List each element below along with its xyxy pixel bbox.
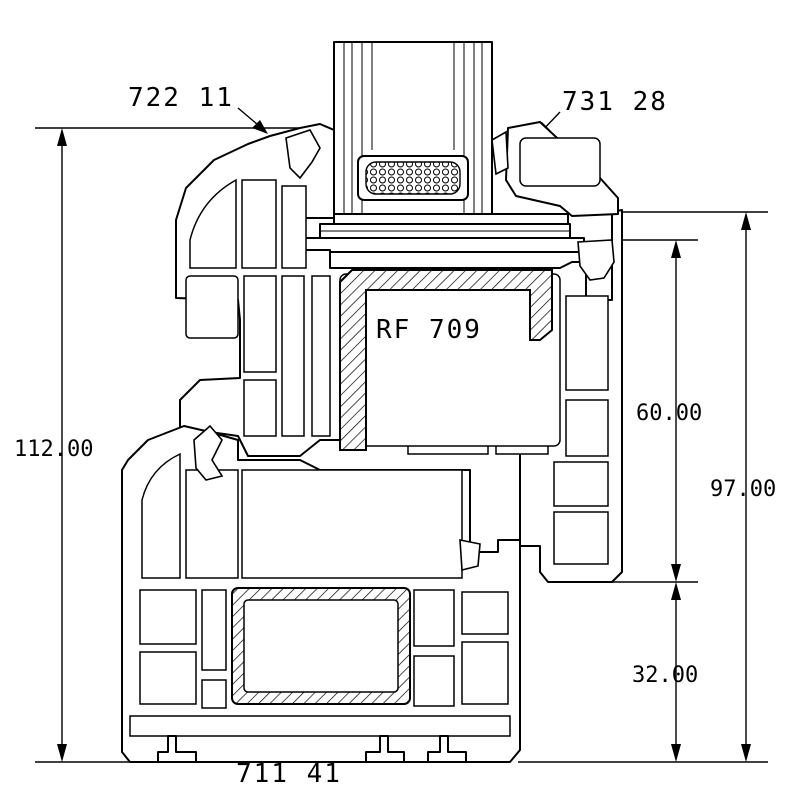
leader-722 [237,107,268,134]
dim-sash-height: 97.00 [710,477,776,502]
label-sash-profile: 722 11 [128,83,234,113]
frame-profile [121,424,521,763]
glazing-unit [293,41,585,253]
label-bead-profile: 731 28 [562,87,668,117]
dimension-32 [671,582,681,762]
label-frame-profile: 711 41 [236,759,342,789]
dim-glass-rebate: 60.00 [636,401,702,426]
dim-overall-height: 112.00 [14,437,93,462]
dim-frame-height: 32.00 [632,663,698,688]
label-reinforcement: RF 709 [376,315,482,345]
sash-profile [175,121,623,583]
reinforcement-steel [339,269,553,451]
dimension-60 [600,239,698,583]
dimension-97 [518,211,768,763]
